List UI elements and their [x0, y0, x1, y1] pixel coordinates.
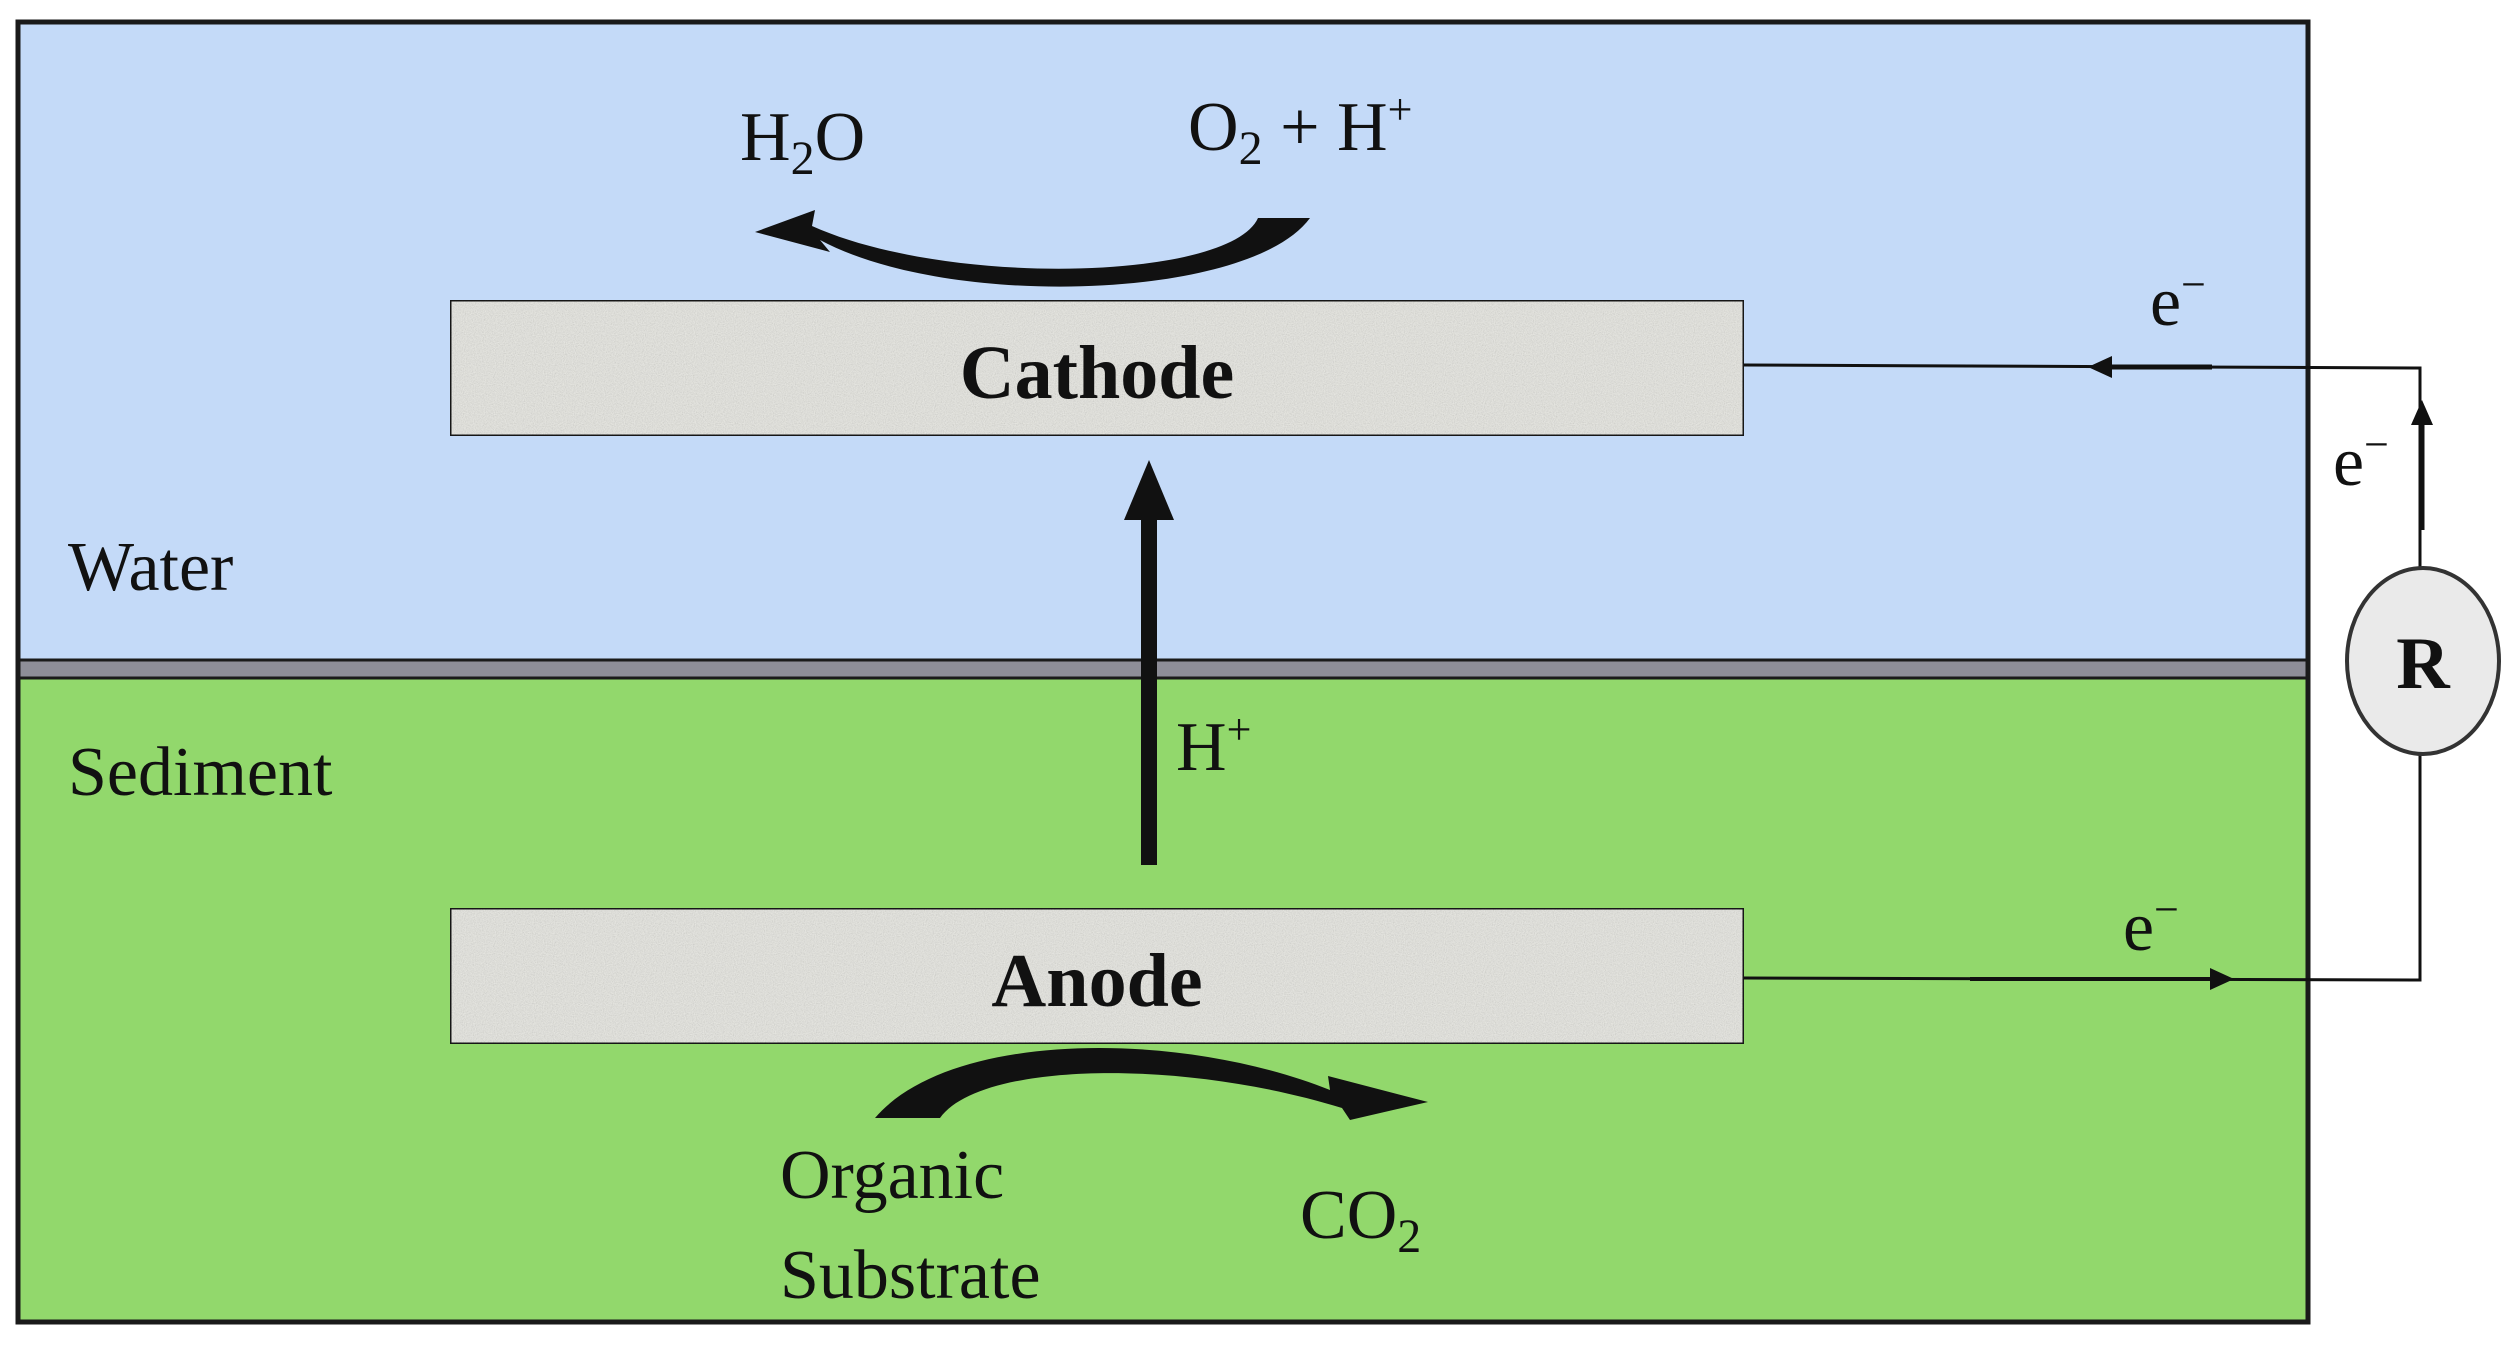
electron-flow-arrow-vertical	[2411, 400, 2433, 425]
electron-label-cathode-wire: e−	[2150, 260, 2206, 341]
anode-label: Anode	[991, 939, 1202, 1023]
electron-label-anode-wire: e−	[2123, 885, 2179, 966]
organic-substrate-label-line1: Organic	[780, 1137, 1004, 1214]
proton-arrow	[1124, 460, 1174, 865]
carbon-dioxide-label: CO2	[1300, 1177, 1421, 1263]
resistor-label: R	[2396, 623, 2451, 705]
outer-border	[15, 19, 2311, 1325]
resistor-circle	[2345, 566, 2501, 756]
resistor: R	[2345, 566, 2501, 756]
anode-plate	[448, 906, 1746, 1046]
water-sediment-separator	[18, 660, 2308, 678]
sediment-label: Sediment	[68, 734, 333, 811]
anode-wire	[1743, 754, 2422, 982]
electron-label-vertical-wire: e−	[2333, 420, 2389, 501]
organic-substrate-label-line2: Substrate	[780, 1237, 1041, 1314]
water-label: Water	[68, 529, 233, 606]
proton-arrow-head	[1124, 460, 1174, 520]
water-product-label: H2O	[740, 99, 865, 185]
cathode-reaction-arrow	[755, 210, 1310, 287]
anode-electrode: Anode	[448, 906, 1746, 1046]
cathode-label: Cathode	[960, 331, 1234, 415]
oxygen-reactant-label: O2 + H+	[1188, 85, 1412, 175]
electron-flow-arrow-anode	[2210, 968, 2234, 990]
anode-reaction-arrow	[875, 1048, 1428, 1120]
cathode-electrode: Cathode	[448, 298, 1746, 438]
proton-arrow-shaft	[1141, 515, 1157, 865]
proton-label: H+	[1176, 705, 1251, 786]
cathode-plate	[448, 298, 1746, 438]
external-circuit	[1743, 356, 2433, 990]
